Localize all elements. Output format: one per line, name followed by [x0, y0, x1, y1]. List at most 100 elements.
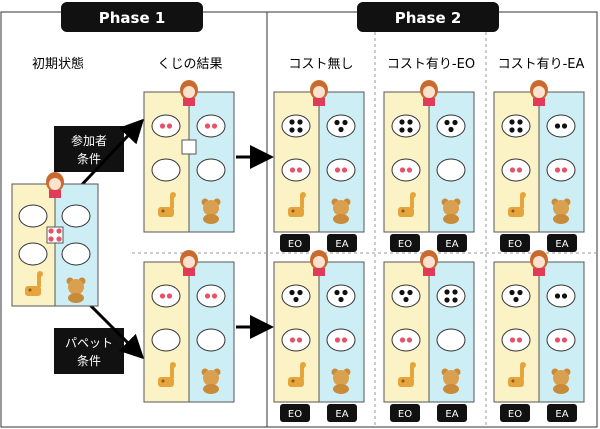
black-dot: [403, 296, 409, 303]
right-top-card: [61, 204, 91, 228]
red-dot: [289, 167, 296, 173]
red-dot: [509, 167, 516, 173]
bear-puppet-icon: [201, 198, 221, 224]
red-dot: [166, 123, 173, 129]
giraffe-icon: [398, 362, 416, 387]
red-dot: [56, 236, 62, 242]
black-dot: [444, 119, 450, 126]
center-box: [181, 139, 197, 155]
puppet-outcome-board: EO EA: [273, 250, 365, 422]
red-dot: [399, 167, 406, 173]
giraffe-icon: [508, 192, 526, 217]
participant-label-line1: 参加者: [71, 133, 107, 148]
eo-tag-text: EO: [288, 239, 302, 250]
black-dot: [452, 297, 458, 303]
black-dot: [561, 123, 568, 129]
left-top-card: [281, 114, 311, 138]
red-dot: [296, 167, 303, 173]
black-dot: [452, 119, 458, 126]
left-top-card: [391, 114, 421, 138]
eo-tag: EO: [500, 404, 530, 422]
giraffe-icon: [158, 192, 176, 217]
participant-lottery-board: [143, 80, 235, 233]
eo-tag-text: EO: [398, 239, 412, 250]
red-dot: [561, 337, 568, 343]
left-top-card: [501, 284, 531, 308]
right-top-card: [436, 284, 466, 308]
red-dot: [204, 123, 211, 129]
left-bottom-card: [501, 158, 531, 182]
right-top-card: [196, 284, 226, 308]
red-dot: [296, 337, 303, 343]
red-dot: [159, 293, 166, 299]
eo-tag-text: EO: [508, 239, 522, 250]
right-bottom-card: [326, 328, 356, 352]
puppet-condition-label: パペット 条件: [54, 328, 124, 374]
left-top-card: [18, 204, 48, 228]
left-bottom-card: [281, 158, 311, 182]
phase2-title: Phase 2: [395, 9, 462, 27]
girl-puppet-icon: [310, 80, 328, 106]
right-bottom-card: [436, 328, 466, 352]
bear-puppet-icon: [331, 368, 351, 394]
black-dot: [517, 289, 523, 296]
black-dot: [293, 296, 299, 303]
left-top-card: [151, 114, 181, 138]
red-dot: [554, 337, 561, 343]
left-bottom-card: [501, 328, 531, 352]
black-dot: [297, 127, 303, 133]
red-dot: [406, 167, 413, 173]
black-dot: [334, 289, 340, 296]
giraffe-icon: [288, 362, 306, 387]
giraffe-icon: [508, 362, 526, 387]
left-bottom-card: [151, 158, 181, 182]
black-dot: [554, 123, 561, 129]
eo-tag: EO: [500, 234, 530, 252]
giraffe-icon: [25, 271, 43, 296]
participant-label-line2: 条件: [77, 152, 101, 166]
black-dot: [342, 289, 348, 296]
left-top-card: [151, 284, 181, 308]
ea-tag: EA: [327, 234, 357, 252]
right-top-card: [196, 114, 226, 138]
right-bottom-card: [546, 328, 576, 352]
ea-tag: EA: [437, 234, 467, 252]
left-top-card: [391, 284, 421, 308]
eo-tag: EO: [280, 404, 310, 422]
girl-puppet-icon: [530, 250, 548, 276]
eo-tag-text: EO: [398, 409, 412, 420]
red-dot: [561, 167, 568, 173]
right-top-card: [326, 284, 356, 308]
girl-puppet-icon: [420, 250, 438, 276]
red-dot: [204, 293, 211, 299]
black-dot: [509, 119, 515, 125]
red-dot: [334, 167, 341, 173]
col-title-cost-eo: コスト有り-EO: [387, 57, 475, 72]
giraffe-icon: [398, 192, 416, 217]
right-top-card: [546, 284, 576, 308]
girl-puppet-icon: [180, 80, 198, 106]
girl-puppet-icon: [310, 250, 328, 276]
initial-board: [11, 172, 99, 307]
black-dot: [509, 127, 515, 133]
giraffe-icon: [288, 192, 306, 217]
puppet-label-line2: 条件: [77, 354, 101, 368]
black-dot: [399, 119, 405, 125]
red-dot: [399, 337, 406, 343]
black-dot: [513, 296, 519, 303]
col-title-initial: 初期状態: [32, 56, 84, 72]
red-dot: [334, 337, 341, 343]
bear-puppet-icon: [551, 198, 571, 224]
puppet-label-line1: パペット: [65, 336, 113, 350]
bear-puppet-icon: [441, 198, 461, 224]
col-title-cost-ea: コスト有り-EA: [498, 57, 585, 72]
red-dot: [341, 337, 348, 343]
bear-puppet-icon: [331, 198, 351, 224]
bear-puppet-icon: [551, 368, 571, 394]
ea-tag-text: EA: [335, 409, 348, 420]
black-dot: [342, 119, 348, 126]
girl-puppet-icon: [180, 250, 198, 276]
red-dot: [554, 167, 561, 173]
